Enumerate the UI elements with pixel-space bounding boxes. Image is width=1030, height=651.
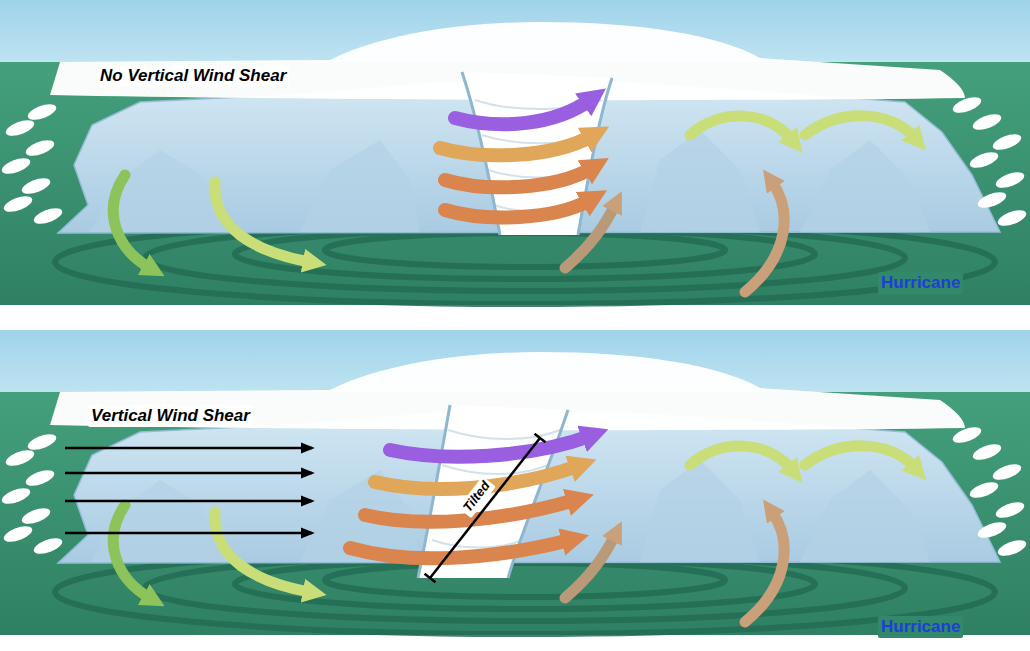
panel-title: No Vertical Wind Shear (97, 65, 289, 87)
outflow-top-arrow (390, 436, 590, 457)
tilted-eye (350, 405, 590, 582)
bracket-tick (535, 434, 546, 443)
shear-arrow (65, 500, 312, 503)
shear-arrow (65, 472, 312, 475)
updraft-arrow (440, 136, 592, 155)
storm-label: Hurricane (878, 272, 963, 294)
eye-circulation (350, 436, 590, 558)
shear-arrows (65, 448, 312, 533)
bracket-tick (425, 574, 436, 583)
storm-label: Hurricane (878, 616, 963, 638)
bottom-scene (0, 330, 1030, 635)
updraft-arrow (445, 168, 592, 187)
upright-eye (440, 72, 612, 235)
shear-arrow (65, 447, 312, 450)
bracket-line (430, 438, 540, 578)
panel-title: Vertical Wind Shear (88, 405, 253, 427)
outflow-top-arrow (455, 100, 590, 124)
updraft-arrow (445, 200, 590, 217)
eye-circulation (440, 100, 592, 217)
top-scene (0, 0, 1030, 305)
shear-arrow (65, 532, 312, 535)
tilt-bracket (425, 434, 546, 583)
updraft-arrow (350, 540, 570, 558)
swirl-line (448, 430, 560, 439)
